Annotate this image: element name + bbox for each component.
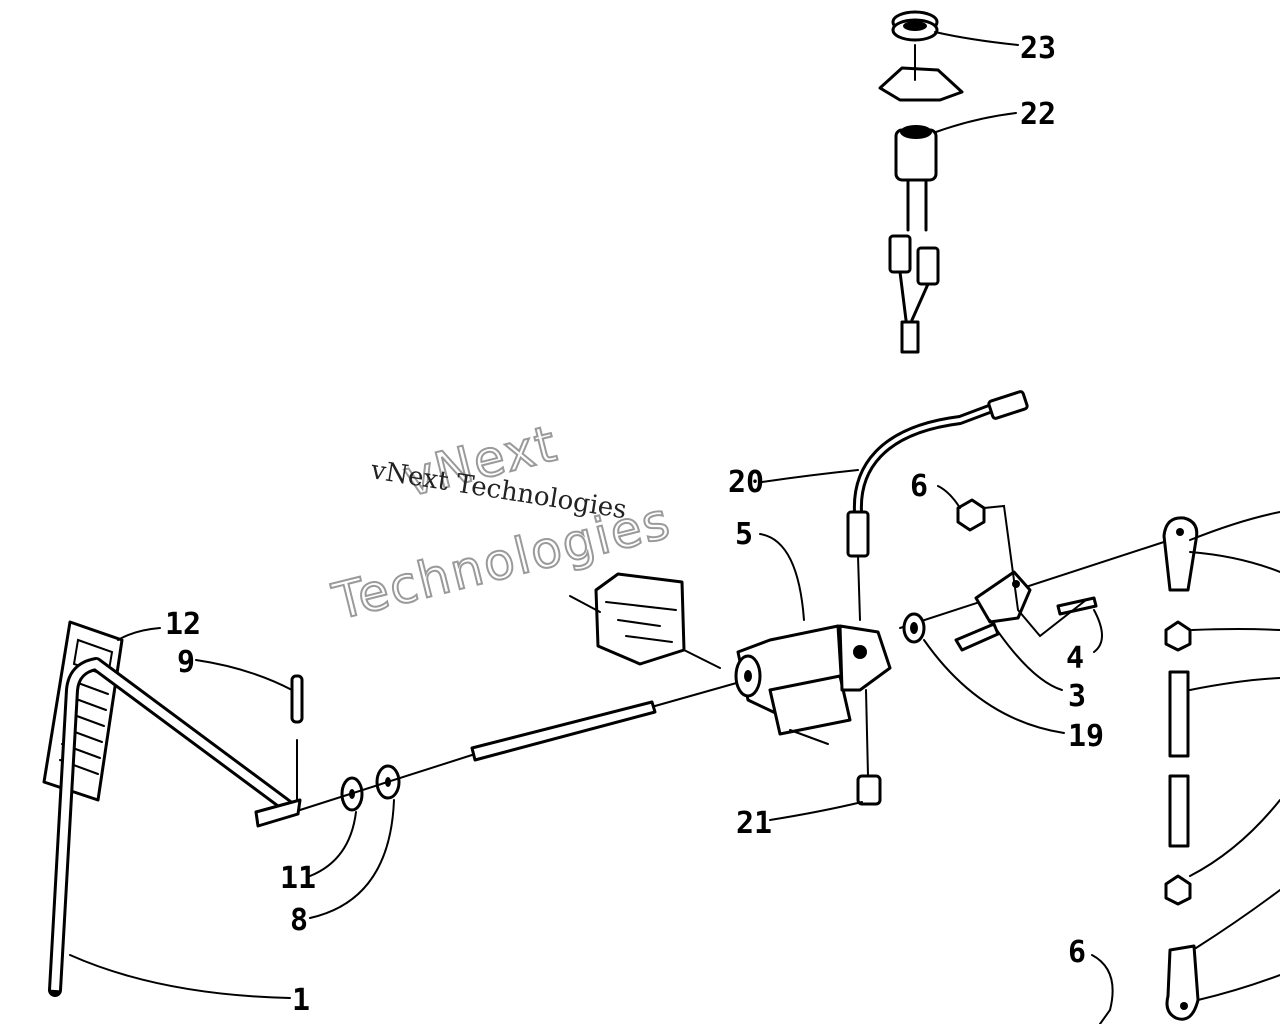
callout-20: 20 [728, 465, 764, 500]
part-5-housing [734, 624, 892, 745]
callout-labels: 23 22 20 6 5 12 9 4 3 19 21 11 8 6 1 [165, 31, 1104, 1018]
callout-5: 5 [735, 517, 753, 552]
callout-6-top: 6 [910, 469, 928, 504]
callout-12: 12 [165, 607, 201, 642]
part-6-nut-top [956, 498, 986, 532]
callout-4: 4 [1066, 641, 1084, 676]
callout-1: 1 [292, 983, 310, 1018]
part-22-switch [888, 125, 940, 354]
callout-19: 19 [1068, 719, 1104, 754]
callout-21: 21 [736, 806, 772, 841]
callout-3: 3 [1068, 679, 1086, 714]
part-20-wire-lead [846, 390, 1029, 621]
leader-lines [69, 31, 1114, 1024]
part-1-lever [48, 657, 302, 997]
part-21-screw [856, 689, 882, 806]
callout-9: 9 [177, 645, 195, 680]
callout-8: 8 [290, 903, 308, 938]
bracket-block [569, 572, 721, 669]
part-3-arm [954, 570, 1032, 652]
callout-11: 11 [280, 861, 316, 896]
part-12-decal [42, 620, 124, 802]
callout-23: 23 [1020, 31, 1056, 66]
part-22-gasket [878, 44, 964, 102]
shaft-axis [299, 539, 1171, 811]
linkage-rod [1162, 511, 1280, 1021]
part-9-pin [290, 674, 304, 801]
callout-6-bottom: 6 [1068, 935, 1086, 970]
part-23-cap [891, 10, 939, 42]
callout-22: 22 [1020, 97, 1056, 132]
part-19-bushing [902, 612, 926, 644]
